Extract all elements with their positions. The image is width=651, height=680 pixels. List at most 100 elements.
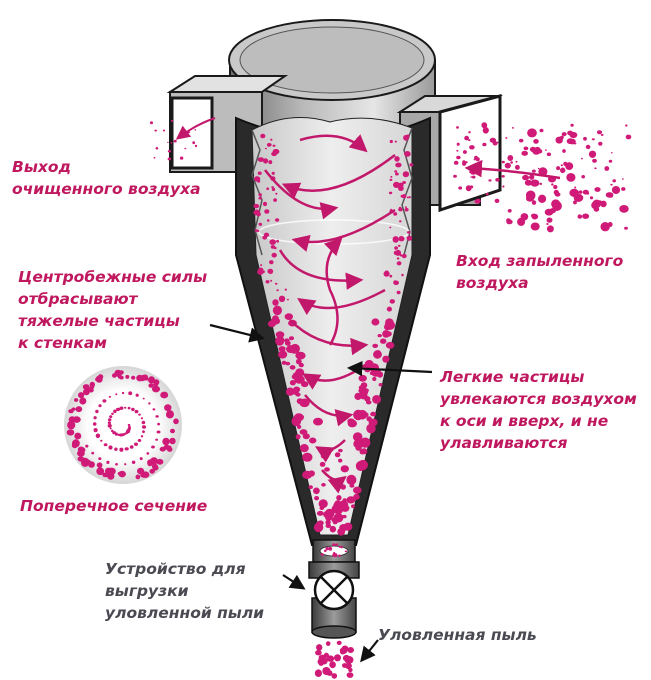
swirling-dust-particle: [324, 467, 330, 471]
swirling-dust-particle: [401, 274, 403, 277]
inlet-dust-particle: [560, 136, 564, 139]
falling-dust-particle: [315, 669, 322, 677]
section-spiral-particle: [124, 463, 126, 465]
swirling-dust-particle: [380, 339, 386, 344]
inlet-dust-particle: [547, 225, 554, 232]
section-spiral-particle: [94, 416, 97, 419]
section-spiral-particle: [142, 421, 146, 425]
section-spiral-particle: [109, 396, 111, 398]
swirling-dust-particle: [270, 280, 272, 282]
section-wall-particle: [104, 473, 109, 478]
light-particles-label: Легкие частицы увлекаются воздухом к оси…: [440, 366, 637, 454]
swirling-dust-particle: [377, 372, 383, 378]
swirling-dust-particle: [404, 151, 411, 157]
inlet-dust-particle: [482, 143, 486, 147]
swirling-dust-particle: [276, 331, 285, 338]
section-spiral-particle: [119, 407, 123, 410]
section-spiral-particle: [151, 446, 155, 449]
swirling-dust-particle: [389, 275, 392, 278]
swirling-dust-particle: [259, 223, 263, 226]
section-wall-particle: [74, 433, 81, 440]
swirling-dust-particle: [273, 306, 282, 316]
inlet-dust-particle: [505, 137, 507, 139]
falling-dust-particle: [326, 655, 334, 661]
inlet-dust-particle: [505, 163, 511, 169]
falling-dust-particle: [334, 654, 341, 661]
inlet-dust-particle: [567, 138, 574, 144]
swirling-dust-particle: [390, 299, 395, 304]
section-spiral-particle: [102, 399, 106, 402]
swirling-dust-particle: [309, 438, 316, 444]
swirling-dust-particle: [257, 212, 261, 216]
swirling-dust-particle: [285, 362, 290, 366]
centrifugal-label-line4: к стенкам: [18, 332, 207, 354]
inlet-dust-particle: [551, 183, 554, 185]
swirling-dust-particle: [313, 488, 320, 495]
swirling-dust-particle: [393, 212, 397, 216]
swirling-dust-particle: [364, 396, 370, 402]
inlet-dust-particle: [533, 139, 539, 144]
inlet-dust-particle: [490, 138, 496, 143]
swirling-dust-particle: [272, 253, 277, 258]
section-wall-particle: [162, 438, 169, 446]
swirling-dust-particle: [338, 449, 343, 452]
outlet-fine-particle: [154, 130, 157, 132]
inlet-dust-particle: [578, 214, 583, 218]
swirling-dust-particle: [387, 307, 392, 312]
swirling-dust-particle: [299, 415, 304, 419]
swirling-dust-particle: [407, 236, 413, 241]
section-wall-particle: [131, 376, 135, 380]
inlet-dust-particle: [512, 127, 514, 129]
swirling-dust-particle: [317, 511, 324, 516]
section-spiral-particle: [91, 452, 94, 455]
inlet-dust-particle: [579, 190, 583, 193]
section-spiral-particle: [148, 402, 150, 404]
device-label-line2: выгрузки: [105, 580, 264, 602]
swirling-dust-particle: [403, 171, 409, 177]
inlet-dust-particle: [547, 218, 553, 223]
swirling-dust-particle: [300, 429, 308, 435]
inlet-dust-particle: [531, 214, 536, 218]
section-spiral-particle: [109, 415, 112, 418]
swirling-dust-particle: [397, 261, 402, 265]
swirling-dust-particle: [353, 440, 362, 448]
swirling-dust-particle: [264, 209, 269, 214]
inlet-dust-particle: [521, 151, 528, 156]
inlet-label-line1: Вход запыленного: [456, 250, 623, 272]
section-wall-particle: [162, 392, 167, 396]
inlet-dust-particle: [609, 160, 613, 163]
swirling-dust-particle: [296, 434, 301, 439]
inlet-dust-particle: [626, 135, 632, 140]
inlet-dust-particle: [589, 151, 596, 158]
swirling-dust-particle: [389, 192, 392, 195]
falling-dust-particle: [340, 647, 348, 654]
swirling-dust-particle: [351, 504, 355, 508]
inlet-dust-particle: [546, 223, 548, 225]
collected-dust-particle: [328, 547, 332, 551]
inlet-dust-particle: [469, 145, 475, 149]
swirling-dust-particle: [394, 246, 398, 250]
inlet-dust-particle: [621, 187, 625, 191]
swirling-dust-particle: [346, 496, 355, 503]
section-wall-particle: [74, 398, 78, 402]
section-wall-particle: [170, 429, 175, 434]
swirling-dust-particle: [384, 324, 391, 331]
swirling-dust-particle: [397, 291, 401, 294]
collected-dust-particle: [339, 546, 341, 548]
section-wall-particle: [72, 408, 76, 411]
inlet-dust-particle: [600, 201, 606, 208]
inlet-dust-particle: [474, 156, 478, 160]
inlet-dust-particle: [530, 180, 539, 187]
section-spiral-particle: [141, 435, 143, 437]
section-wall-particle: [173, 418, 179, 424]
section-spiral-particle: [108, 418, 112, 421]
swirling-dust-particle: [378, 334, 382, 337]
swirling-dust-particle: [407, 134, 410, 137]
swirling-dust-particle: [289, 336, 294, 340]
inlet-dust-particle: [481, 122, 487, 128]
swirling-dust-particle: [321, 454, 326, 459]
section-wall-particle: [76, 406, 83, 412]
inlet-dust-particle: [604, 166, 609, 171]
swirling-dust-particle: [341, 465, 349, 472]
outlet-label-line1: Выход: [12, 156, 201, 178]
